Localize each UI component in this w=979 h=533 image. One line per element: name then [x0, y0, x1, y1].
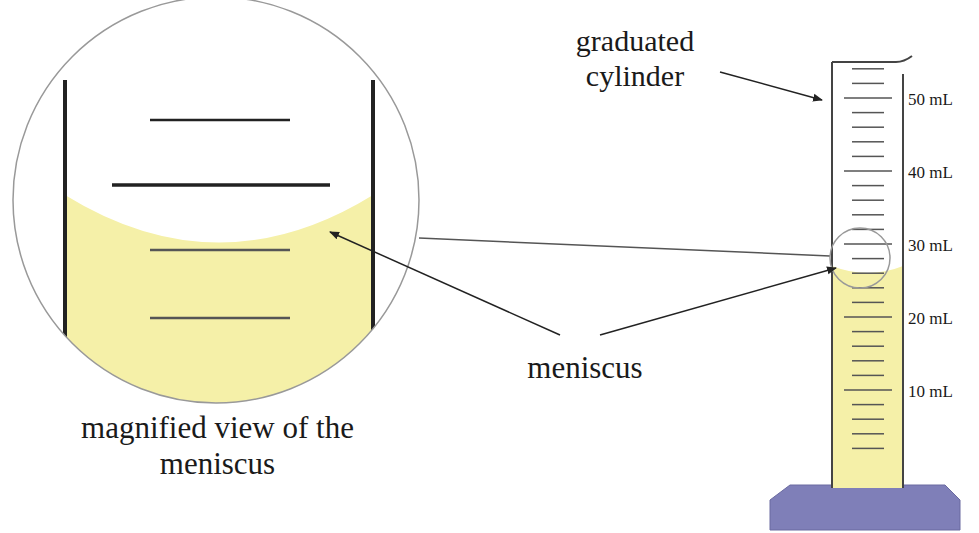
- magnified-view: [65, 80, 373, 420]
- scale-tick: [844, 97, 892, 99]
- pointer-arrow: [720, 72, 822, 100]
- scale-label: 20 mL: [908, 309, 953, 329]
- cylinder-wall: [832, 56, 912, 488]
- scale-tick: [852, 418, 884, 420]
- scale-tick: [852, 258, 884, 260]
- scale-tick: [844, 389, 892, 391]
- part-label: graduated cylinder: [540, 24, 730, 93]
- pointer-arrow: [330, 232, 560, 335]
- scale-label: 50 mL: [908, 90, 953, 110]
- scale-label: 40 mL: [908, 163, 953, 183]
- part-label: meniscus: [500, 350, 670, 386]
- magnifier-leader: [419, 238, 830, 256]
- scale-tick: [852, 68, 884, 70]
- zoom-circle: [830, 228, 890, 288]
- cylinder-liquid: [832, 266, 903, 488]
- scale-tick: [852, 199, 884, 201]
- scale-label: 30 mL: [908, 236, 953, 256]
- scale-tick: [852, 331, 884, 333]
- scale-tick: [852, 360, 884, 362]
- magnifier-circle: [13, 0, 419, 403]
- scale-tick: [852, 112, 884, 114]
- scale-tick: [852, 272, 884, 274]
- scale-tick: [852, 302, 884, 304]
- scale-tick: [852, 185, 884, 187]
- scale-ticks: [844, 69, 892, 449]
- scale-tick: [852, 156, 884, 158]
- scale-tick: [852, 448, 884, 450]
- scale-tick: [852, 126, 884, 128]
- scale-tick: [844, 243, 892, 245]
- pointer-arrow: [600, 268, 836, 335]
- scale-tick: [844, 170, 892, 172]
- scale-tick: [852, 83, 884, 85]
- scale-tick: [852, 141, 884, 143]
- scale-tick: [852, 375, 884, 377]
- scale-tick: [852, 345, 884, 347]
- scale-tick: [852, 433, 884, 435]
- scale-tick: [852, 404, 884, 406]
- cylinder-base: [770, 485, 960, 530]
- scale-tick: [844, 316, 892, 318]
- scale-tick: [852, 214, 884, 216]
- caption-label: magnified view of the meniscus: [50, 410, 385, 481]
- scale-label: 10 mL: [908, 382, 953, 402]
